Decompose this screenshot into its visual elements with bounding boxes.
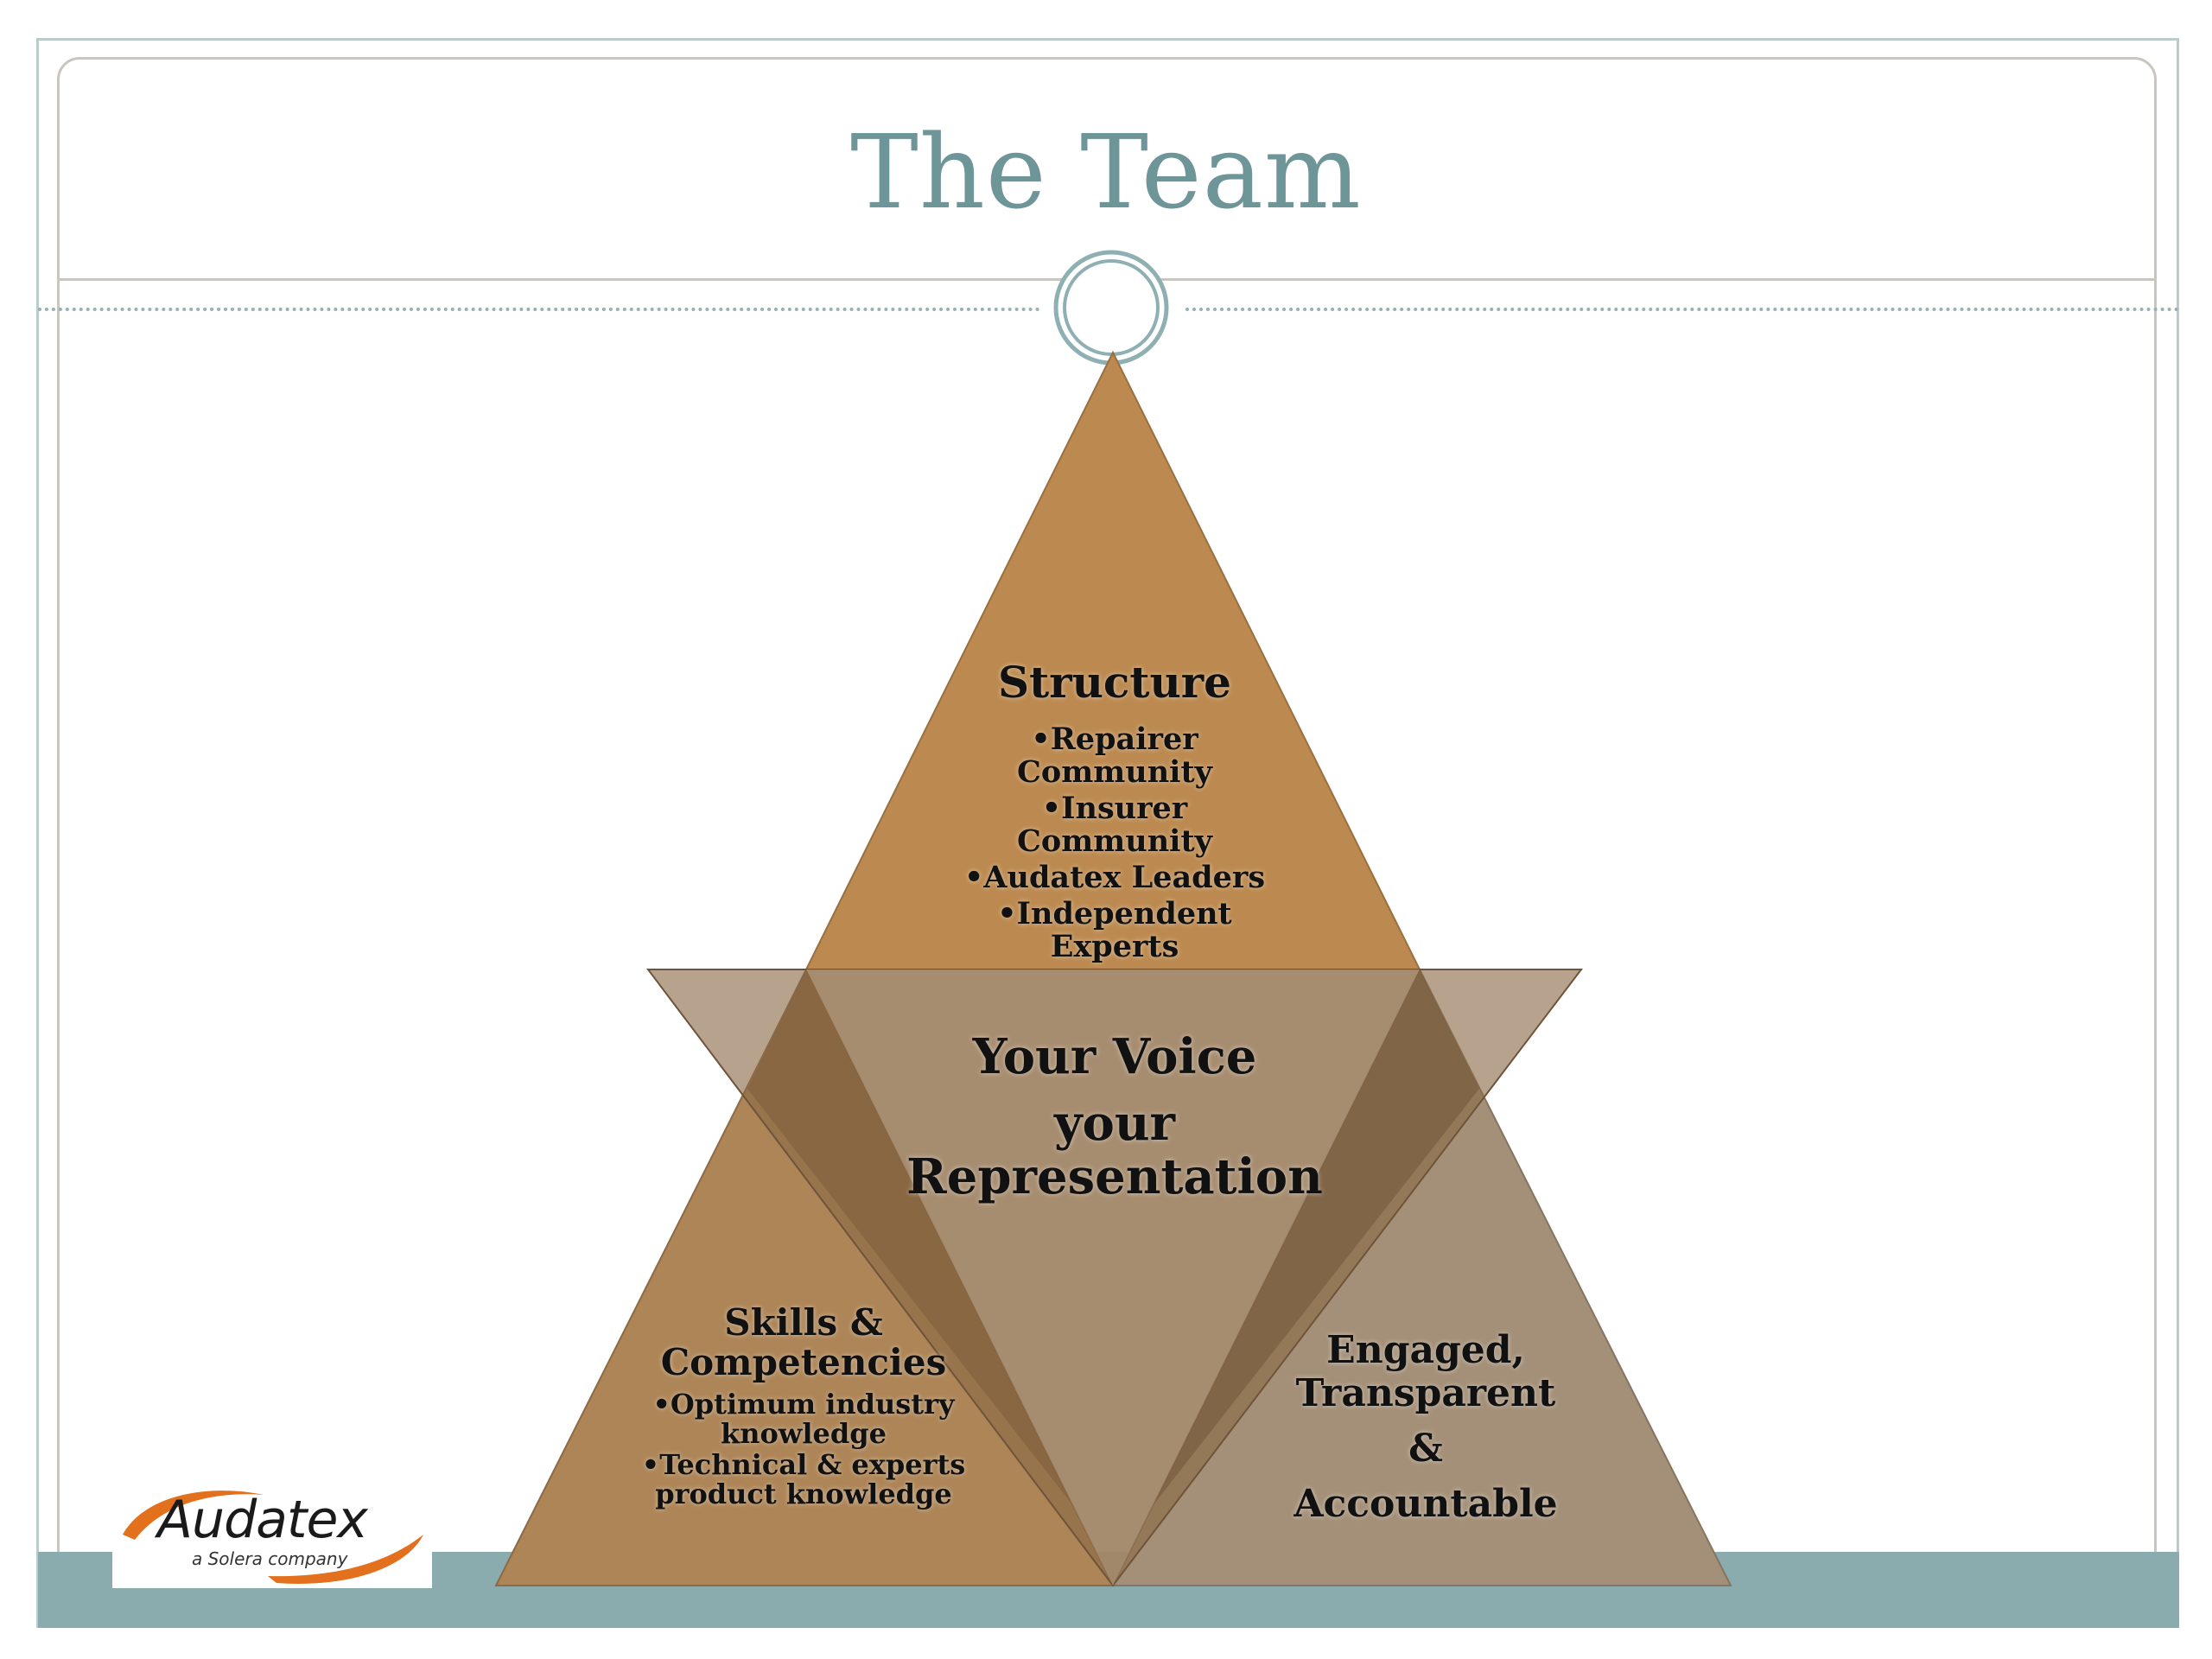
logo-tagline: a Solera company (192, 1548, 348, 1569)
voice-line-1: Your Voice (972, 1028, 1257, 1085)
skills-bullet: •Technical & experts product knowledge (641, 1448, 966, 1510)
structure-heading: Structure (998, 657, 1231, 708)
logo-swoosh-icon (123, 1491, 423, 1584)
voice-line-3: Representation (906, 1148, 1323, 1205)
slide-title: The Team (850, 112, 1362, 232)
skills-label: Skills & Competencies •Optimum industry … (639, 1303, 968, 1510)
ring-ornament-outer (1053, 250, 1169, 365)
engaged-line-3: & (1408, 1427, 1443, 1471)
structure-bullet: •Insurer Community (1017, 791, 1212, 859)
overlap-band-left (747, 969, 1113, 1586)
engaged-label: Engaged, Transparent & Accountable (1270, 1329, 1581, 1526)
engaged-line-1: Engaged, (1326, 1328, 1525, 1372)
voice-label: Your Voice your Representation (855, 1028, 1374, 1205)
dotted-rule-left (38, 308, 1040, 311)
overlap-band-right (1113, 969, 1479, 1586)
audatex-logo: Audatex a Solera company (112, 1483, 432, 1588)
structure-label: Structure •Repairer Community •Insurer C… (942, 657, 1287, 967)
logo-wordmark: Audatex (157, 1490, 368, 1550)
skills-heading: Skills & Competencies (660, 1301, 947, 1383)
structure-bullet: •Audatex Leaders (963, 860, 1266, 895)
engaged-line-4: Accountable (1294, 1482, 1558, 1526)
voice-center-region (806, 969, 1420, 1586)
engaged-line-2: Transparent (1295, 1371, 1556, 1415)
voice-line-2: your (1053, 1095, 1176, 1152)
structure-bullet: •Repairer Community (1017, 721, 1212, 790)
skills-bullet: •Optimum industry knowledge (652, 1388, 955, 1450)
dotted-rule-right (1185, 308, 2179, 311)
structure-bullet: •Independent Experts (997, 896, 1232, 964)
